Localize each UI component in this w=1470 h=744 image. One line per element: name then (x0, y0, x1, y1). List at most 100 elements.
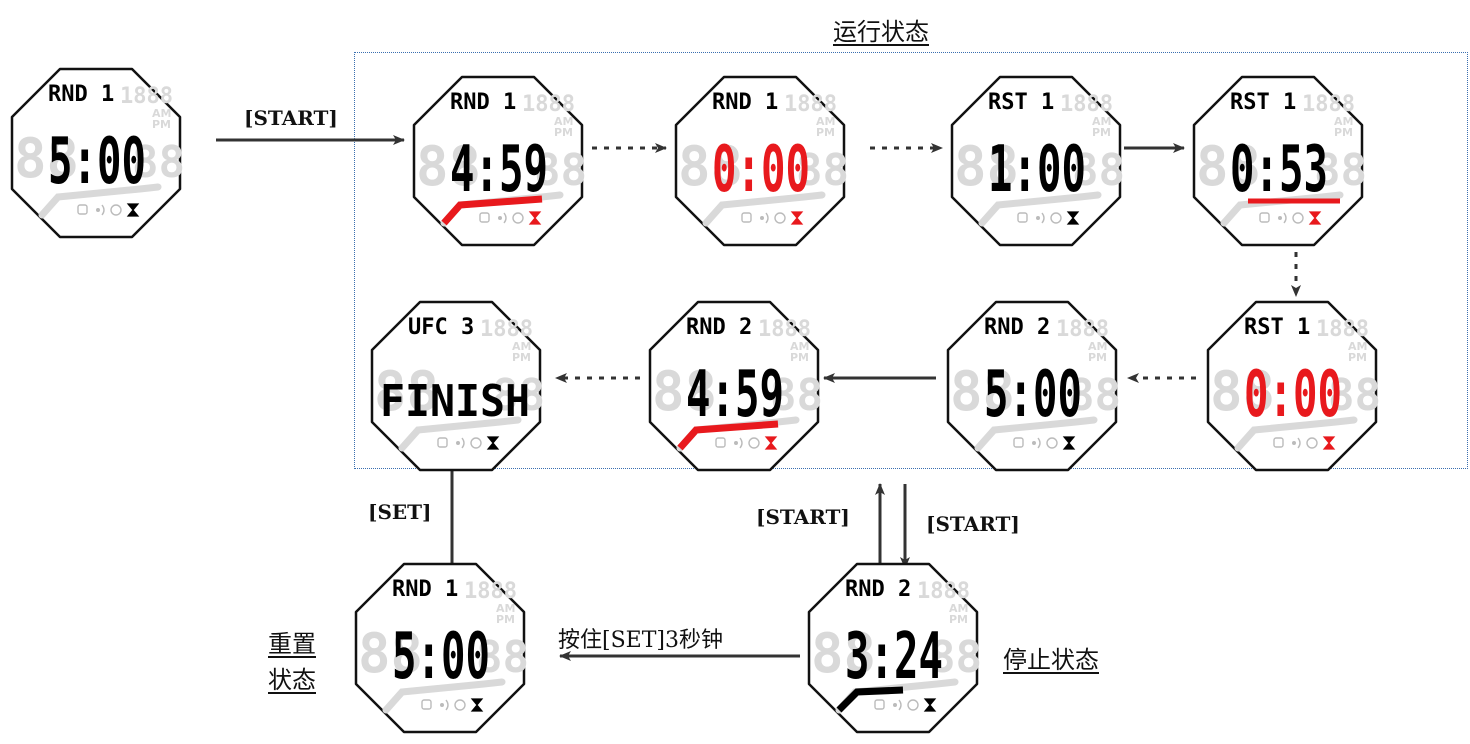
svg-text:AM: AM (1088, 340, 1107, 353)
watch-mode-text: RND 2 (984, 315, 1050, 340)
reset-state-label-line1: 重置 (268, 630, 316, 658)
watch-status-icons (1259, 211, 1322, 225)
svg-text:PM: PM (512, 351, 531, 364)
svg-text:PM: PM (949, 613, 968, 626)
svg-text:88: 88 (770, 370, 822, 421)
svg-text:88: 88 (929, 632, 981, 683)
svg-text:88: 88 (954, 135, 1019, 198)
watch-mode-text: RND 1 (712, 90, 778, 115)
watch-mode-text: RND 2 (686, 315, 752, 340)
hourglass-icon (1066, 211, 1080, 225)
svg-text:PM: PM (1334, 126, 1353, 139)
svg-text:PM: PM (152, 118, 171, 131)
watch-status-icons (77, 203, 140, 217)
svg-text:88: 88 (950, 360, 1015, 423)
svg-text:88: 88 (358, 622, 423, 685)
svg-text:88: 88 (1314, 145, 1366, 196)
watch-mode-text: RST 1 (988, 90, 1054, 115)
hourglass-icon (1322, 436, 1336, 450)
watch-main-readout: 5:00 (984, 358, 1082, 432)
svg-text:AM: AM (1334, 115, 1353, 128)
svg-text:88: 88 (1072, 145, 1124, 196)
svg-text:88: 88 (132, 137, 184, 188)
watch-status-icons (1273, 436, 1336, 450)
svg-text:88: 88 (14, 127, 79, 190)
watch-main-readout: 5:00 (392, 620, 490, 694)
svg-text:88: 88 (1210, 360, 1275, 423)
watch-status-icons (479, 211, 542, 225)
running-state-title: 运行状态 (833, 18, 929, 46)
watch-main-readout: FINISH (380, 376, 530, 427)
watch-status-icons (421, 698, 484, 712)
watch-mode-text: RST 1 (1230, 90, 1296, 115)
hourglass-icon (764, 436, 778, 450)
svg-text:88: 88 (492, 370, 544, 421)
svg-text:1888: 1888 (1316, 317, 1369, 342)
svg-text:1888: 1888 (522, 92, 575, 117)
watch-main-readout: 5:00 (48, 125, 146, 199)
watch-mode-text: RST 1 (1244, 315, 1310, 340)
watch-status-icons (1017, 211, 1080, 225)
svg-text:PM: PM (1348, 351, 1367, 364)
svg-text:AM: AM (816, 115, 835, 128)
svg-text:1888: 1888 (120, 84, 173, 109)
watch-status-icons (874, 698, 937, 712)
stopped-state-label: 停止状态 (1003, 646, 1099, 674)
set-button-label: [SET] (368, 500, 432, 524)
watch-mode-text: RND 1 (48, 82, 114, 107)
hourglass-icon (1308, 211, 1322, 225)
watch-main-readout: 4:59 (450, 133, 548, 207)
watch-main-readout: 0:00 (1244, 358, 1342, 432)
watch-status-icons (741, 211, 804, 225)
watch-status-icons (437, 436, 500, 450)
reset-state-label-line2: 状态 (268, 666, 316, 694)
watch-main-readout: 4:59 (686, 358, 784, 432)
watch-status-icons (1013, 436, 1076, 450)
start-button-label-1: [START] (244, 106, 338, 130)
svg-text:PM: PM (1092, 126, 1111, 139)
hourglass-icon (470, 698, 484, 712)
svg-text:PM: PM (1088, 351, 1107, 364)
hold-set-label: 按住[SET]3秒钟 (558, 628, 723, 653)
svg-text:1888: 1888 (1302, 92, 1355, 117)
svg-text:1888: 1888 (758, 317, 811, 342)
svg-text:PM: PM (554, 126, 573, 139)
svg-text:AM: AM (949, 602, 968, 615)
hourglass-icon (528, 211, 542, 225)
svg-text:88: 88 (652, 360, 717, 423)
watch-mode-text: UFC 3 (408, 315, 474, 340)
svg-text:AM: AM (512, 340, 531, 353)
svg-text:PM: PM (790, 351, 809, 364)
svg-text:1888: 1888 (480, 317, 533, 342)
watch-mode-text: RND 1 (450, 90, 516, 115)
hourglass-icon (923, 698, 937, 712)
watch-main-readout: 1:00 (988, 133, 1086, 207)
svg-text:88: 88 (416, 135, 481, 198)
svg-text:AM: AM (496, 602, 515, 615)
svg-text:PM: PM (816, 126, 835, 139)
svg-text:PM: PM (496, 613, 515, 626)
svg-text:1888: 1888 (917, 579, 970, 604)
svg-text:AM: AM (554, 115, 573, 128)
start-button-label-up: [START] (756, 505, 850, 529)
watch-main-readout: 0:53 (1230, 133, 1328, 207)
svg-text:88: 88 (796, 145, 848, 196)
hourglass-icon (486, 436, 500, 450)
svg-text:1888: 1888 (1056, 317, 1109, 342)
svg-text:88: 88 (1328, 370, 1380, 421)
watch-mode-text: RND 2 (845, 577, 911, 602)
svg-text:1888: 1888 (784, 92, 837, 117)
svg-text:88: 88 (1196, 135, 1261, 198)
watch-mode-text: RND 1 (392, 577, 458, 602)
hourglass-icon (790, 211, 804, 225)
